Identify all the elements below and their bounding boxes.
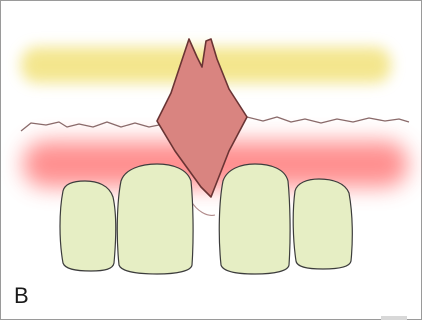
gap-gum-contour [191,201,215,215]
tooth-lateral-right [293,179,352,269]
panel-label: B [14,284,29,308]
tooth-lateral-left [60,181,116,271]
tooth-central-left [117,164,193,274]
corner-mark [381,316,407,320]
tooth-central-right [219,164,290,274]
